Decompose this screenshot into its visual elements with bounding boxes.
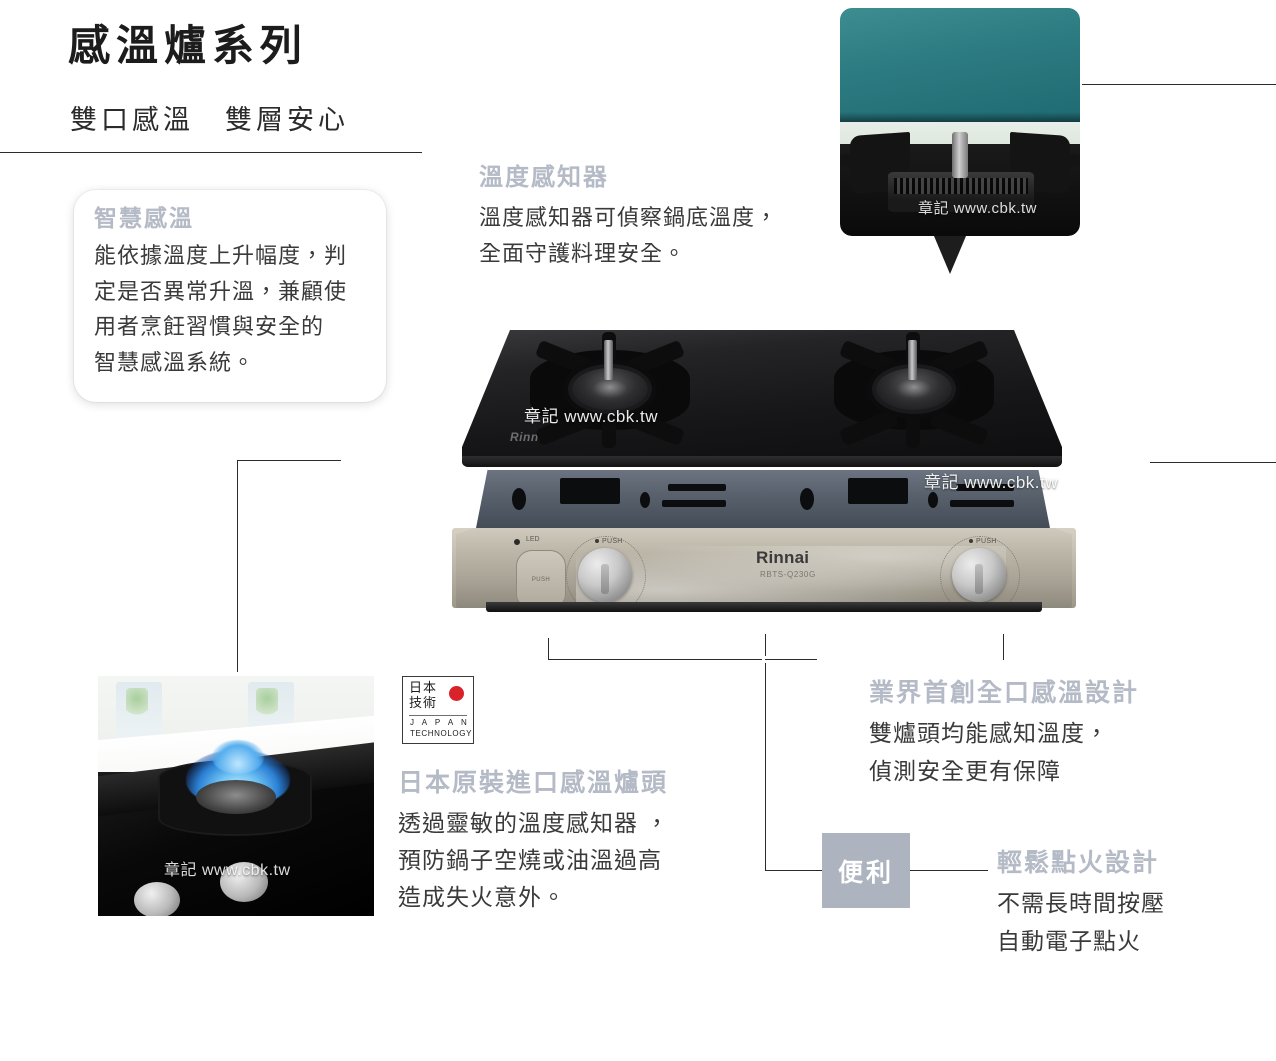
connector-line-left-vertical <box>237 460 238 672</box>
chassis-hole <box>512 488 526 510</box>
smart-sensing-heading: 智慧感溫 <box>94 205 194 231</box>
knob-shape <box>220 862 268 902</box>
easy-ignition-line-2: 自動電子點火 <box>997 927 1141 954</box>
grate-arm <box>906 414 920 448</box>
plant-shape <box>126 688 148 718</box>
chassis-hole <box>928 492 938 508</box>
knob-right-scale <box>940 536 1020 608</box>
burner-left <box>530 332 690 448</box>
connector-line-badge-left <box>765 870 825 871</box>
connector-line-brace-up <box>765 634 766 656</box>
led-indicator-label: LED <box>526 536 540 543</box>
knob-left-scale <box>566 536 646 608</box>
burner-right <box>834 332 994 448</box>
japan-burner-heading: 日本原裝進口感溫爐頭 <box>398 769 669 797</box>
control-knob-left[interactable] <box>578 548 632 602</box>
full-sensing-body: 雙爐頭均能感知溫度， 偵測安全更有保障 <box>869 715 1139 790</box>
push-plate-button[interactable]: PUSH <box>516 550 566 608</box>
connector-line-badge-right <box>908 870 988 871</box>
photo-burner-flame: 章記 www.cbk.tw <box>98 676 374 916</box>
chassis-vent <box>560 478 620 504</box>
control-panel: LED PUSH Rinnai RBTS-Q230G PUSH PUSH <box>438 522 1090 614</box>
product-stove-image: Rinnai <box>432 330 1092 635</box>
japan-burner-line-2: 預防鍋子空燒或油溫過高 <box>398 847 662 874</box>
panel-model-number: RBTS-Q230G <box>760 570 816 579</box>
japan-burner-line-1: 透過靈敏的溫度感知器 ， <box>398 810 670 837</box>
smart-sensing-body: 能依據溫度上升幅度，判 定是否異常升溫，兼顧使 用者烹飪習慣與安全的 智慧感溫系… <box>94 238 347 381</box>
chassis-hole <box>800 488 814 510</box>
connector-line-right-stub <box>1003 634 1004 660</box>
japan-badge-kanji-line-1: 日本 <box>409 680 438 695</box>
burner-ring-shape <box>196 780 276 814</box>
japan-badge-english-line-2: TECHNOLOGY <box>410 729 473 738</box>
panel-face: LED PUSH Rinnai RBTS-Q230G PUSH PUSH <box>456 528 1072 608</box>
japan-flag-icon <box>449 686 464 701</box>
led-indicator-icon <box>514 539 520 545</box>
burner-right-temperature-sensor <box>908 340 917 380</box>
page-title: 感溫爐系列 <box>68 22 309 69</box>
full-sensing-line-2: 偵測安全更有保障 <box>869 757 1061 784</box>
chassis-slot <box>662 500 726 507</box>
burner-head-shape <box>888 172 1034 212</box>
smart-sensing-line-2: 定是否異常升溫，兼顧使 <box>94 278 348 304</box>
temperature-probe-shape <box>952 132 968 178</box>
callout-temperature-sensor: 溫度感知器 溫度感知器可偵察鍋底溫度， 全面守護料理安全。 <box>479 163 778 271</box>
easy-ignition-line-1: 不需長時間按壓 <box>997 890 1165 917</box>
full-sensing-line-1: 雙爐頭均能感知溫度， <box>869 720 1109 747</box>
connector-line-center-horizontal <box>548 659 762 660</box>
panel-brand-logo: Rinnai <box>756 548 810 567</box>
callout-easy-ignition: 輕鬆點火設計 不需長時間按壓 自動電子點火 <box>997 848 1165 960</box>
page-subtitle: 雙口感溫 雙層安心 <box>70 105 349 135</box>
push-label-right: PUSH <box>976 538 997 545</box>
photo-temperature-sensor: 章記 www.cbk.tw <box>840 8 1080 236</box>
convenience-badge: 便利 <box>822 833 910 908</box>
panel-bottom-shadow <box>486 602 1042 612</box>
easy-ignition-heading: 輕鬆點火設計 <box>997 849 1160 877</box>
burner-left-temperature-sensor <box>604 340 613 380</box>
knob-shape <box>134 882 180 916</box>
chassis-slot <box>950 500 1014 507</box>
japan-badge-kanji-line-2: 技術 <box>409 694 438 710</box>
callout-japan-burner: 日本原裝進口感溫爐頭 透過靈敏的溫度感知器 ， 預防鍋子空燒或油溫過高 造成失火… <box>398 768 669 916</box>
chassis-slot <box>668 484 726 491</box>
control-knob-right[interactable] <box>952 548 1006 602</box>
push-indicator-dot-right <box>969 539 973 543</box>
temperature-sensor-line-2: 全面守護料理安全。 <box>479 240 687 266</box>
chassis-vent <box>848 478 908 504</box>
connector-line-left-top <box>237 460 341 461</box>
chassis-hole <box>640 492 650 508</box>
connector-line-right-middle <box>1150 462 1276 463</box>
glass-cooktop-edge <box>462 456 1062 467</box>
plant-shape <box>256 688 278 718</box>
push-indicator-dot-left <box>595 539 599 543</box>
temperature-sensor-line-1: 溫度感知器可偵察鍋底溫度， <box>479 205 779 230</box>
full-sensing-heading: 業界首創全口感溫設計 <box>869 679 1140 707</box>
japan-badge-divider <box>409 715 467 716</box>
callout-full-sensing: 業界首創全口感溫設計 雙爐頭均能感知溫度， 偵測安全更有保障 <box>869 678 1139 790</box>
temperature-sensor-body: 溫度感知器可偵察鍋底溫度， 全面守護料理安全。 <box>479 200 778 271</box>
smart-sensing-line-4: 智慧感溫系統。 <box>94 349 256 375</box>
connector-line-sensor-right <box>1082 84 1276 85</box>
connector-line-center-stub <box>548 638 549 660</box>
smart-sensing-line-3: 用者烹飪習慣與安全的 <box>94 314 325 340</box>
japan-badge-english-line-1: J A P A N <box>410 718 470 727</box>
push-label-left: PUSH <box>602 538 623 545</box>
stove-chassis <box>476 470 1050 528</box>
connector-line-brace-down <box>765 663 766 871</box>
push-plate-label: PUSH <box>531 577 551 583</box>
callout-smart-sensing: 智慧感溫 能依據溫度上升幅度，判 定是否異常升溫，兼顧使 用者烹飪習慣與安全的 … <box>74 190 386 402</box>
japan-burner-body: 透過靈敏的溫度感知器 ， 預防鍋子空燒或油溫過高 造成失火意外。 <box>398 805 669 915</box>
easy-ignition-body: 不需長時間按壓 自動電子點火 <box>997 885 1165 960</box>
grate-arm <box>602 414 616 448</box>
japan-technology-badge: 日本 技術 J A P A N TECHNOLOGY <box>402 676 474 744</box>
connector-line-brace-right <box>765 659 817 660</box>
header-divider <box>0 152 422 153</box>
smart-sensing-line-1: 能依據溫度上升幅度，判 <box>94 243 348 268</box>
temperature-sensor-heading: 溫度感知器 <box>479 164 609 191</box>
japan-burner-line-3: 造成失火意外。 <box>398 883 566 910</box>
sensor-pointer-triangle <box>934 236 966 274</box>
teal-pot-shape <box>840 8 1080 122</box>
chassis-slot <box>956 484 1014 491</box>
japan-badge-kanji: 日本 技術 <box>409 680 438 710</box>
